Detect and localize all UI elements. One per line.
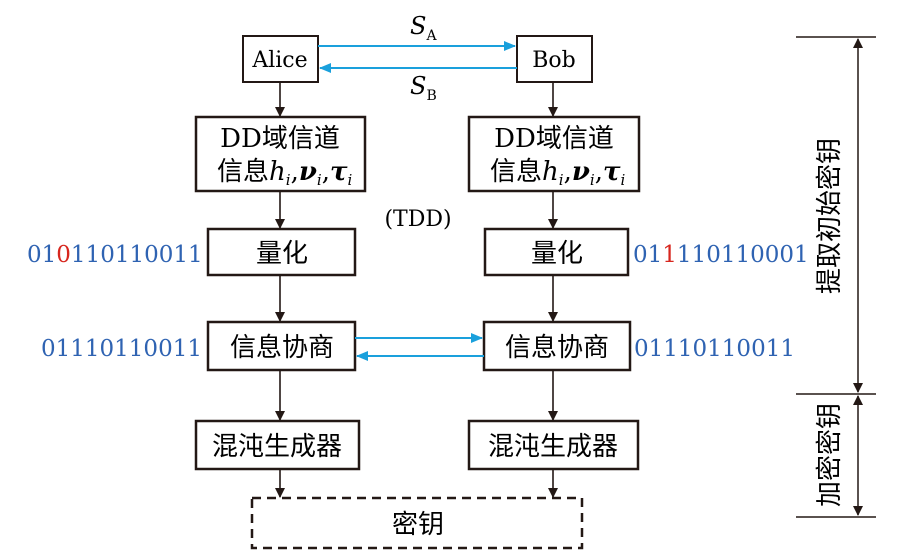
bob-reconciliation-box: [482, 320, 632, 372]
bob-chaos-generator-label: 混沌生成器: [488, 432, 618, 462]
alice-reconciled-bits: 01110110011: [41, 336, 202, 362]
bob-reconciled-bits: 01110110011: [634, 336, 795, 362]
bob-quantize-label: 量化: [531, 239, 583, 269]
alice-quantize-box: [206, 227, 357, 277]
bob-quantized-bits: 011110110001: [633, 242, 809, 268]
alice-channel-line1: DD域信道: [220, 124, 340, 154]
alice-chaos-generator-box: [194, 419, 361, 471]
encryption-key-label: 加密密钥: [815, 403, 845, 507]
bob-channel-line2: 信息hi,νi,τi: [490, 157, 625, 189]
bob-quantize-box: [483, 227, 630, 277]
bob-reconciliation-label: 信息协商: [505, 333, 609, 363]
alice-label: Alice: [251, 48, 307, 73]
bob-label: Bob: [532, 48, 576, 73]
alice-quantized-bits: 010110110011: [27, 242, 203, 268]
bob-channel-line1: DD域信道: [494, 124, 614, 154]
bob-box: [516, 35, 593, 83]
alice-chaos-generator-label: 混沌生成器: [212, 432, 342, 462]
alice-reconciliation-label: 信息协商: [230, 333, 334, 363]
tdd-label: (TDD): [384, 207, 451, 232]
shared-key-box: [250, 496, 584, 550]
alice-channel-line2: 信息hi,νi,τi: [217, 157, 352, 189]
alice-quantize-label: 量化: [256, 239, 308, 269]
sb-label: SB: [410, 72, 437, 104]
sa-label: SA: [410, 12, 437, 44]
extract-initial-key-label: 提取初始密钥: [815, 138, 845, 294]
alice-reconciliation-box: [206, 320, 357, 372]
shared-key-label: 密钥: [392, 510, 444, 540]
bob-channel-info-box: [467, 115, 641, 193]
